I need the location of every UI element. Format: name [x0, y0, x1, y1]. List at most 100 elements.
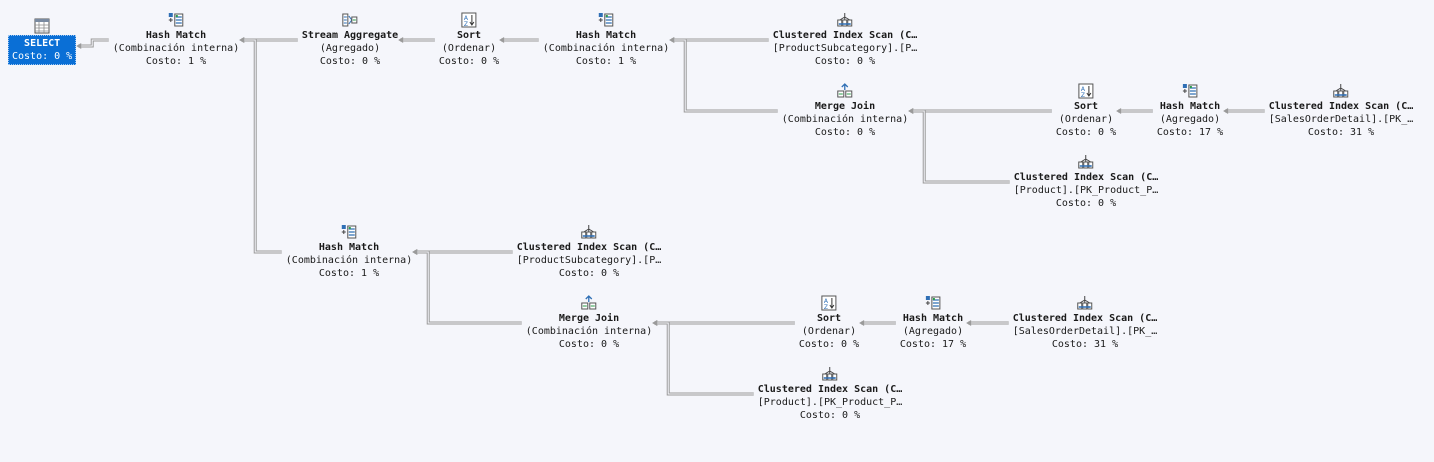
operator-name: Hash Match	[1159, 101, 1221, 112]
plan-node-mj1[interactable]: Merge Join(Combinación interna)Costo: 0 …	[782, 83, 908, 139]
operator-detail: [ProductSubcategory].[P…	[772, 43, 918, 54]
operator-name: Hash Match	[575, 30, 637, 41]
operator-cost: Costo: 17 %	[899, 339, 967, 350]
plan-edge-mj2-cis6	[652, 320, 754, 396]
operator-cost: Costo: 0 %	[814, 56, 876, 67]
operator-detail: [Product].[PK_Product_P…	[1013, 185, 1159, 196]
operator-cost: Costo: 0 %	[798, 339, 860, 350]
operator-cost: Costo: 0 %	[12, 51, 73, 62]
plan-node-cis2[interactable]: Clustered Index Scan (C… [SalesOrderDetai…	[1268, 83, 1414, 139]
plan-node-hm3[interactable]: Hash Match (Agregado) Costo: 17 %	[1157, 83, 1223, 139]
plan-edge-sort2-hm3	[1116, 108, 1153, 114]
operator-cost: Costo: 1 %	[318, 268, 380, 279]
svg-text:Z: Z	[824, 304, 828, 311]
plan-edge-hm1-hm4	[239, 37, 282, 254]
operator-detail: (Ordenar)	[441, 43, 497, 54]
plan-node-hm2[interactable]: Hash Match(Combinación interna)Costo: 1 …	[543, 12, 669, 68]
plan-node-hm5[interactable]: Hash Match (Agregado) Costo: 17 %	[900, 295, 966, 351]
plan-node-sort1[interactable]: A Z Sort (Ordenar) Costo: 0 %	[439, 12, 499, 68]
clustered-index-scan-icon	[1077, 295, 1093, 311]
operator-name: Merge Join	[558, 313, 620, 324]
operator-detail: (Agregado)	[1159, 114, 1221, 125]
operator-name: Sort	[1073, 101, 1099, 112]
plan-edge-select-hm1	[76, 38, 109, 49]
operator-cost: Costo: 17 %	[1156, 127, 1224, 138]
operator-cost: Costo: 0 %	[558, 339, 620, 350]
plan-node-cis4[interactable]: Clustered Index Scan (C…[ProductSubcateg…	[516, 224, 662, 280]
operator-name: Hash Match	[145, 30, 207, 41]
operator-cost: Costo: 0 %	[1055, 127, 1117, 138]
operator-detail: [ProductSubcategory].[P…	[516, 255, 662, 266]
plan-edge-mj1-sort2	[908, 108, 1052, 114]
operator-name: Sort	[816, 313, 842, 324]
operator-name: Hash Match	[902, 313, 964, 324]
operator-name: Merge Join	[814, 101, 876, 112]
operator-cost: Costo: 1 %	[575, 56, 637, 67]
hash-match-icon	[168, 12, 184, 28]
operator-name: Clustered Index Scan (C…	[1268, 101, 1414, 112]
plan-node-sort2[interactable]: A Z Sort(Ordenar)Costo: 0 %	[1056, 83, 1116, 139]
operator-detail: (Combinación interna)	[285, 255, 413, 266]
operator-detail: [Product].[PK_Product_P…	[757, 397, 903, 408]
operator-name: Sort	[456, 30, 482, 41]
clustered-index-scan-icon	[822, 366, 838, 382]
plan-node-hm4[interactable]: Hash Match (Combinación interna) Costo: 1 …	[286, 224, 412, 280]
operator-name: Clustered Index Scan (C…	[1013, 172, 1159, 183]
plan-node-cis5[interactable]: Clustered Index Scan (C… [SalesOrderDetai…	[1012, 295, 1158, 351]
plan-node-cis6[interactable]: Clustered Index Scan (C…[Product].[PK_Pr…	[757, 366, 903, 422]
hash-match-icon	[598, 12, 614, 28]
operator-cost: Costo: 0 %	[438, 56, 500, 67]
hash-match-icon	[341, 224, 357, 240]
plan-node-mj2[interactable]: Merge Join (Combinación interna) Costo: 0 …	[526, 295, 652, 351]
plan-node-sa[interactable]: Stream Aggregate(Agregado)Costo: 0 %	[302, 12, 398, 68]
operator-detail: (Agregado)	[902, 326, 964, 337]
operator-detail: [SalesOrderDetail].[PK_…	[1012, 326, 1158, 337]
plan-edge-hm4-mj2	[412, 249, 522, 325]
sort-icon: A Z	[821, 295, 837, 311]
operator-cost: Costo: 0 %	[799, 410, 861, 421]
operator-name: Clustered Index Scan (C…	[1012, 313, 1158, 324]
svg-text:Z: Z	[1081, 92, 1085, 99]
plan-node-sort3[interactable]: A Z Sort (Ordenar) Costo: 0 %	[799, 295, 859, 351]
operator-name: Hash Match	[318, 242, 380, 253]
operator-detail: [SalesOrderDetail].[PK_…	[1268, 114, 1414, 125]
plan-edge-hm5-cis5	[966, 320, 1009, 326]
hash-match-icon	[1182, 83, 1198, 99]
operator-detail: (Agregado)	[319, 43, 381, 54]
operator-cost: Costo: 31 %	[1051, 339, 1119, 350]
operator-name: Stream Aggregate	[301, 30, 399, 41]
plan-node-select[interactable]: SELECT Costo: 0 %	[8, 18, 77, 65]
plan-edge-hm3-cis2	[1223, 108, 1265, 114]
operator-cost: Costo: 31 %	[1307, 127, 1375, 138]
operator-name: Clustered Index Scan (C…	[772, 30, 918, 41]
hash-match-icon	[925, 295, 941, 311]
plan-edge-sort1-hm2	[499, 37, 539, 43]
operator-cost: Costo: 0 %	[814, 127, 876, 138]
plan-node-cis3[interactable]: Clustered Index Scan (C… [Product].[PK_Pr…	[1013, 154, 1159, 210]
stream-aggregate-icon	[342, 12, 358, 28]
operator-detail: (Combinación interna)	[525, 326, 653, 337]
plan-edge-hm2-mj1	[669, 37, 778, 113]
sort-icon: A Z	[1078, 83, 1094, 99]
selected-node-highlight: SELECT Costo: 0 %	[8, 35, 77, 65]
svg-text:A: A	[1081, 86, 1086, 93]
plan-edge-mj2-sort3	[652, 320, 795, 326]
svg-text:A: A	[464, 15, 469, 22]
merge-join-icon	[581, 295, 597, 311]
clustered-index-scan-icon	[837, 12, 853, 28]
select-icon	[34, 18, 50, 34]
clustered-index-scan-icon	[1333, 83, 1349, 99]
operator-cost: Costo: 0 %	[1055, 198, 1117, 209]
svg-text:Z: Z	[464, 21, 468, 28]
operator-cost: Costo: 0 %	[558, 268, 620, 279]
plan-edge-sort3-hm5	[859, 320, 896, 326]
plan-node-hm1[interactable]: Hash Match (Combinación interna) Costo: 1 …	[113, 12, 239, 68]
operator-name: SELECT	[24, 38, 61, 49]
sort-icon: A Z	[461, 12, 477, 28]
operator-cost: Costo: 1 %	[145, 56, 207, 67]
operator-detail: (Combinación interna)	[112, 43, 240, 54]
plan-node-cis1[interactable]: Clustered Index Scan (C… [ProductSubcateg…	[772, 12, 918, 68]
clustered-index-scan-icon	[1078, 154, 1094, 170]
operator-detail: (Ordenar)	[801, 326, 857, 337]
